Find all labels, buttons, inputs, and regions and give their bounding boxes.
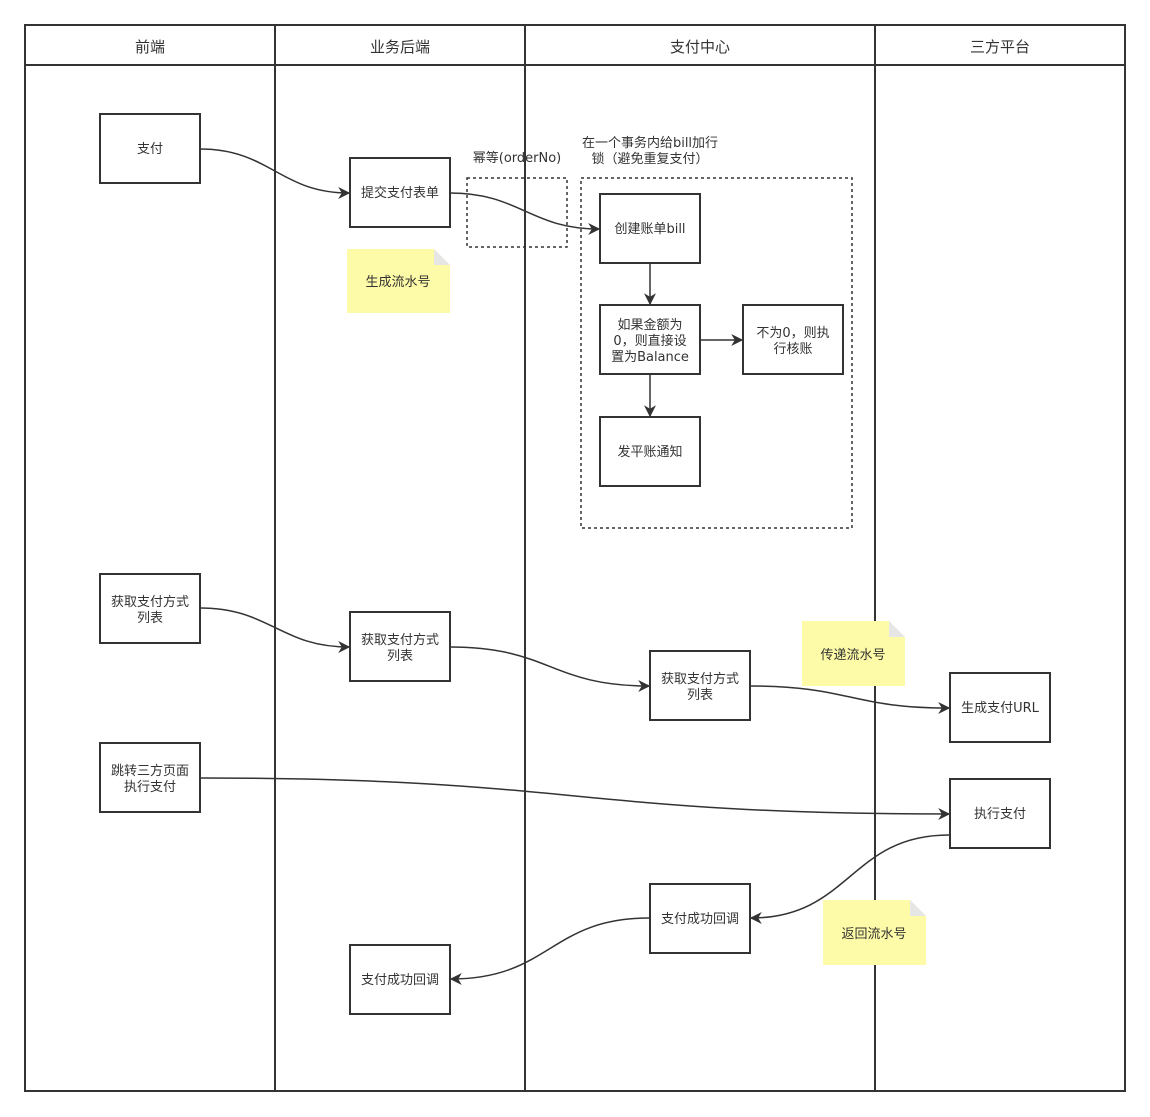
process-box-zero-amount: 如果金额为 0，则直接设 置为Balance <box>599 304 701 375</box>
note-generate-serial: 生成流水号 <box>347 249 450 313</box>
edge-fe-methods-to-biz-methods <box>199 607 351 653</box>
edge-execute-to-pc-success <box>749 834 950 924</box>
note-generate-serial-text: 生成流水号 <box>365 275 430 290</box>
submit-form-label: 提交支付表单 <box>361 185 439 201</box>
process-box-settle-notice: 发平账通知 <box>599 416 701 487</box>
create-bill-label: 创建账单bill <box>614 222 685 237</box>
process-box-pay: 支付 <box>99 113 201 184</box>
edge-submit-to-create-bill <box>449 192 601 235</box>
note-pass-serial-text: 传递流水号 <box>820 648 885 663</box>
edge-biz-methods-to-pc-methods <box>449 646 651 692</box>
note-return-serial: 返回流水号 <box>823 900 926 965</box>
nonzero-label-line-1: 不为0，则执 <box>756 326 829 341</box>
pay-label: 支付 <box>137 142 163 157</box>
zero-amount-label-line-1: 如果金额为 <box>617 317 682 333</box>
lane-title-payment-center: 支付中心 <box>670 38 730 56</box>
zero-amount-label-line-3: 置为Balance <box>611 350 689 365</box>
nonzero-label-line-2: 行核账 <box>773 342 812 357</box>
fe-redirect-label-line-1: 跳转三方页面 <box>111 763 189 779</box>
fe-get-methods-label-line-1: 获取支付方式 <box>111 594 189 610</box>
lane-title-frontend: 前端 <box>135 38 165 56</box>
transaction-label-line-2: 锁（避免重复支付） <box>591 151 708 167</box>
fe-get-methods-label-line-2: 列表 <box>137 611 163 626</box>
process-box-tp-execute: 执行支付 <box>949 778 1051 849</box>
biz-get-methods-label-line-2: 列表 <box>387 649 413 664</box>
process-box-pc-success-callback: 支付成功回调 <box>649 883 751 954</box>
zero-amount-label-line-2: 0，则直接设 <box>613 333 686 349</box>
transaction-label-line-1: 在一个事务内给bill加行 <box>582 135 718 151</box>
process-box-fe-get-methods: 获取支付方式 列表 <box>99 573 201 644</box>
generate-url-label: 生成支付URL <box>961 701 1040 716</box>
lane-title-third-party: 三方平台 <box>970 38 1030 56</box>
fe-redirect-label-line-2: 执行支付 <box>124 780 176 795</box>
settle-notice-label: 发平账通知 <box>617 444 682 460</box>
biz-success-callback-label: 支付成功回调 <box>361 973 439 988</box>
process-box-nonzero-reconcile: 不为0，则执 行核账 <box>742 304 844 375</box>
idempotent-label: 幂等(orderNo) <box>473 150 562 166</box>
edge-pc-methods-to-gen-url <box>749 685 951 714</box>
note-pass-serial: 传递流水号 <box>802 621 905 686</box>
pc-success-callback-label: 支付成功回调 <box>661 912 739 927</box>
pc-get-methods-label-line-2: 列表 <box>687 688 713 703</box>
process-box-biz-get-methods: 获取支付方式 列表 <box>349 611 451 682</box>
swimlane-frame <box>24 24 1126 1092</box>
note-return-serial-text: 返回流水号 <box>841 927 906 942</box>
process-box-generate-url: 生成支付URL <box>949 672 1051 743</box>
pc-get-methods-label-line-1: 获取支付方式 <box>661 671 739 687</box>
biz-get-methods-label-line-1: 获取支付方式 <box>361 632 439 648</box>
edge-pc-success-to-biz-success <box>449 917 650 985</box>
transaction-dashed-group <box>580 177 853 529</box>
connectors <box>199 148 951 985</box>
edge-redirect-to-execute <box>199 777 951 820</box>
process-box-create-bill: 创建账单bill <box>599 193 701 264</box>
process-box-submit-form: 提交支付表单 <box>349 157 451 228</box>
edge-pay-to-submit <box>199 148 351 199</box>
idempotent-dashed-group <box>466 177 568 248</box>
process-box-pc-get-methods: 获取支付方式 列表 <box>649 650 751 721</box>
tp-execute-label: 执行支付 <box>974 807 1026 822</box>
lane-title-business-backend: 业务后端 <box>370 38 430 56</box>
process-box-biz-success-callback: 支付成功回调 <box>349 944 451 1015</box>
process-box-fe-redirect: 跳转三方页面 执行支付 <box>99 742 201 813</box>
